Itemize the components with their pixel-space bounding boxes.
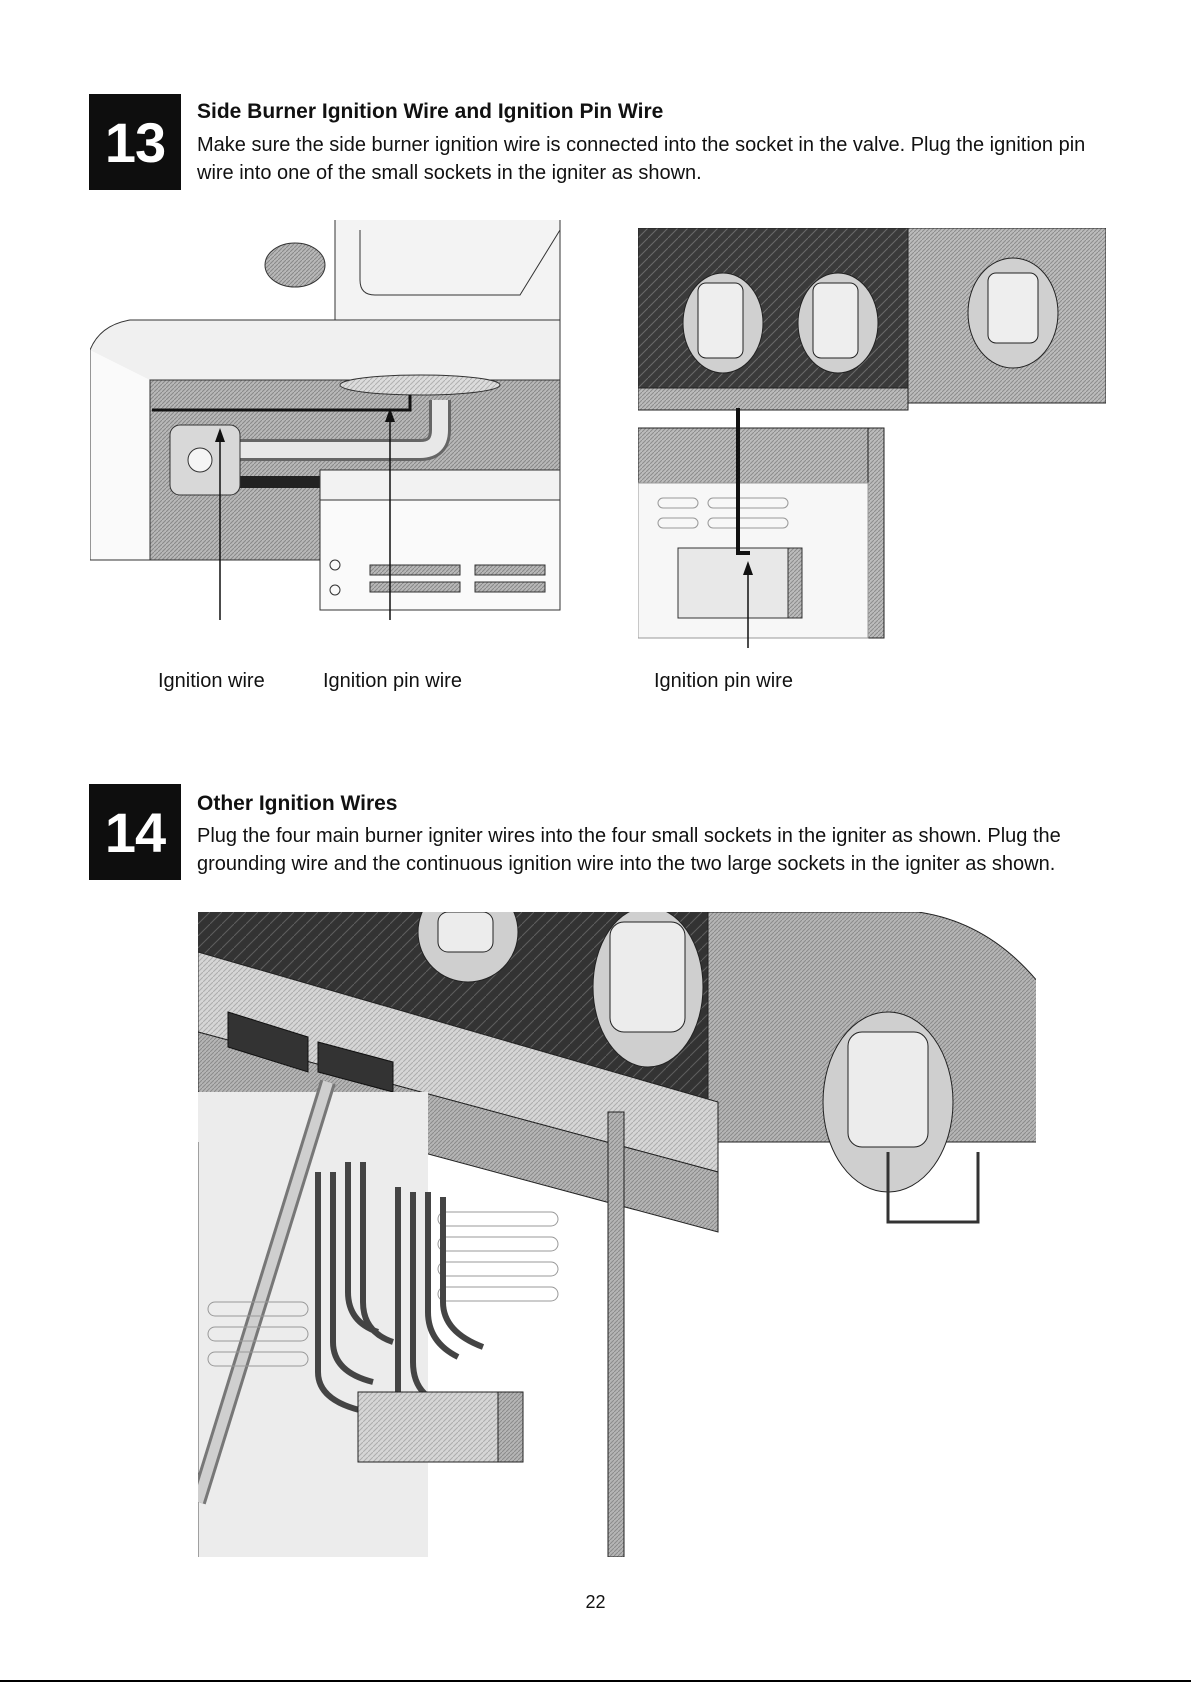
- step-13-body-line-1: Make sure the side burner ignition wire …: [197, 134, 1086, 156]
- step-13-badge: 13: [89, 94, 181, 190]
- step-14-body: Plug the four main burner igniter wires …: [197, 822, 1097, 878]
- step-13-number: 13: [104, 110, 166, 174]
- step-14-body-line-2: grounding wire and the continuous igniti…: [197, 853, 1056, 875]
- main-igniter-illustration: [198, 912, 1036, 1557]
- igniter-illustration: [638, 228, 1106, 648]
- step-14-number: 14: [104, 800, 166, 864]
- step-13-body-line-2: wire into one of the small sockets in th…: [197, 162, 702, 184]
- page-number: 22: [585, 1592, 606, 1612]
- caption-ignition-wire: Ignition wire: [158, 670, 265, 692]
- bottom-divider: [0, 1680, 1191, 1682]
- step-14-title: Other Ignition Wires: [197, 792, 398, 815]
- step-14-badge: 14: [89, 784, 181, 880]
- step-13-title: Side Burner Ignition Wire and Ignition P…: [197, 100, 664, 123]
- step-13-body: Make sure the side burner ignition wire …: [197, 131, 1097, 187]
- step-14-body-line-1: Plug the four main burner igniter wires …: [197, 825, 1061, 847]
- caption-ignition-pin-wire-right: Ignition pin wire: [654, 670, 793, 692]
- side-burner-illustration: [90, 220, 561, 620]
- caption-ignition-pin-wire-left: Ignition pin wire: [323, 670, 462, 692]
